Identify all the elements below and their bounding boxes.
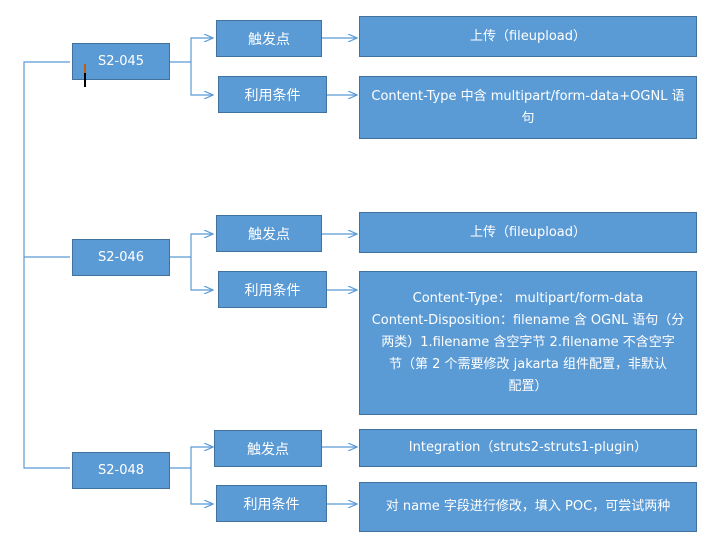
- node-s2-045: S2-045: [72, 43, 170, 80]
- text-cursor: [84, 64, 86, 87]
- s2-045-condition-box: 利用条件: [218, 76, 327, 113]
- s2-046-trigger-box: 触发点: [216, 215, 322, 252]
- s2-046-trigger-value: 上传（fileupload）: [469, 224, 587, 240]
- node-s2-048-label: S2-048: [97, 463, 145, 478]
- node-s2-048: S2-048: [72, 452, 170, 489]
- s2-048-branch-condition: [190, 468, 213, 504]
- text-cursor-marker: [84, 64, 86, 73]
- s2-048-trigger-value-box: Integration（struts2-struts1-plugin）: [359, 429, 697, 467]
- s2-046-condition-value-box: Content-Type： multipart/form-data Conten…: [359, 271, 697, 415]
- s2-048-branch-trigger: [170, 447, 213, 469]
- s2-046-condition-box: 利用条件: [218, 271, 327, 308]
- s2-045-condition-label: 利用条件: [244, 87, 301, 104]
- s2-046-trigger-label: 触发点: [248, 226, 290, 243]
- s2-046-condition-line-5: 配置）: [508, 379, 548, 394]
- s2-045-trigger-box: 触发点: [216, 20, 322, 57]
- s2-048-condition-line-1: 对 name 字段进行修改，填入 POC，可尝试两种: [385, 499, 671, 514]
- s2-045-branch-condition: [190, 62, 213, 95]
- spine-line: [23, 61, 70, 469]
- s2-048-condition-value-box: 对 name 字段进行修改，填入 POC，可尝试两种: [359, 482, 697, 532]
- s2-046-branch-trigger: [170, 234, 213, 258]
- s2-045-trigger-value-box: 上传（fileupload）: [359, 16, 697, 57]
- s2-048-condition-label: 利用条件: [243, 496, 300, 513]
- s2-046-condition-line-2: Content-Disposition：filename 含 OGNL 语句（分: [371, 313, 685, 328]
- s2-046-branch-condition: [190, 257, 213, 290]
- s2-046-condition-label: 利用条件: [244, 282, 301, 299]
- s2-045-branch-trigger: [170, 38, 213, 63]
- s2-045-condition-value-box: Content-Type 中含 multipart/form-data+OGNL…: [359, 76, 697, 139]
- node-s2-046: S2-046: [72, 239, 170, 276]
- node-s2-046-label: S2-046: [97, 250, 145, 265]
- s2-045-condition-line-1: Content-Type 中含 multipart/form-data+OGNL…: [371, 88, 685, 104]
- s2-045-trigger-value: 上传（fileupload）: [469, 28, 587, 44]
- s2-048-trigger-label: 触发点: [247, 441, 289, 458]
- s2-046-condition-line-1: Content-Type： multipart/form-data: [412, 291, 644, 306]
- s2-048-trigger-box: 触发点: [214, 430, 322, 467]
- s2-045-trigger-label: 触发点: [248, 31, 290, 48]
- s2-048-condition-box: 利用条件: [216, 485, 327, 522]
- s2-045-condition-line-2: 句: [521, 110, 535, 126]
- node-s2-045-label: S2-045: [97, 54, 145, 69]
- s2-048-trigger-value: Integration（struts2-struts1-plugin）: [408, 440, 648, 455]
- s2-046-trigger-value-box: 上传（fileupload）: [359, 212, 697, 253]
- s2-046-condition-line-3: 两类）1.filename 含空字节 2.filename 不含空字: [381, 335, 675, 350]
- s2-046-condition-line-4: 节（第 2 个需要修改 jakarta 组件配置，非默认: [388, 357, 668, 372]
